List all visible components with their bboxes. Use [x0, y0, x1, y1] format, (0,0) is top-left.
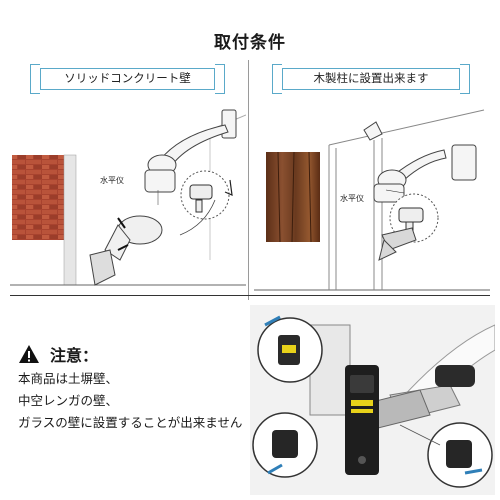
wood-pillar-illustration [254, 109, 490, 291]
level-annotation-right: 水平仪 [340, 194, 364, 203]
bracket-left-start [30, 64, 40, 94]
wood-pillar-label: 木製柱に設置出来ます [282, 68, 460, 90]
notice-line-2: 中空レンガの壁、 [18, 393, 119, 408]
brick-wall-icon [12, 154, 77, 286]
blue-arrow-icon [264, 315, 281, 327]
level-annotation-left: 水平仪 [100, 176, 124, 185]
notice-title: 注意： [50, 346, 99, 365]
bracket-left-end [215, 64, 225, 94]
wall-frame-icon [328, 109, 485, 290]
warning-triangle-icon [19, 345, 39, 363]
concrete-wall-illustration [10, 109, 246, 286]
page-title: 取付条件 [214, 33, 286, 53]
mount-clamp-icon [89, 215, 163, 286]
notice-header: 注意： [18, 340, 248, 368]
wood-pillar-icon [266, 151, 320, 243]
notice-line-3: ガラスの壁に設置することが出来ません [18, 415, 243, 430]
notice-line-1: 本商品は土塀壁、 [18, 371, 119, 386]
panel-divider [248, 60, 249, 300]
bracket-right-start [272, 64, 282, 94]
mount-clamp-icon [378, 227, 417, 261]
bracket-right-end [460, 64, 470, 94]
monitor-arm-icon [144, 109, 237, 193]
monitor-arm-icon [363, 121, 477, 203]
product-closeup-photo [250, 305, 495, 495]
wall-plate-icon [345, 365, 379, 475]
notice-block: 注意： 本商品は土塀壁、 中空レンガの壁、 ガラスの壁に設置することが出来ません [18, 340, 248, 434]
arrow-icon [117, 217, 126, 229]
section-divider [10, 295, 490, 296]
solid-concrete-wall-label: ソリッドコンクリート壁 [40, 68, 215, 90]
